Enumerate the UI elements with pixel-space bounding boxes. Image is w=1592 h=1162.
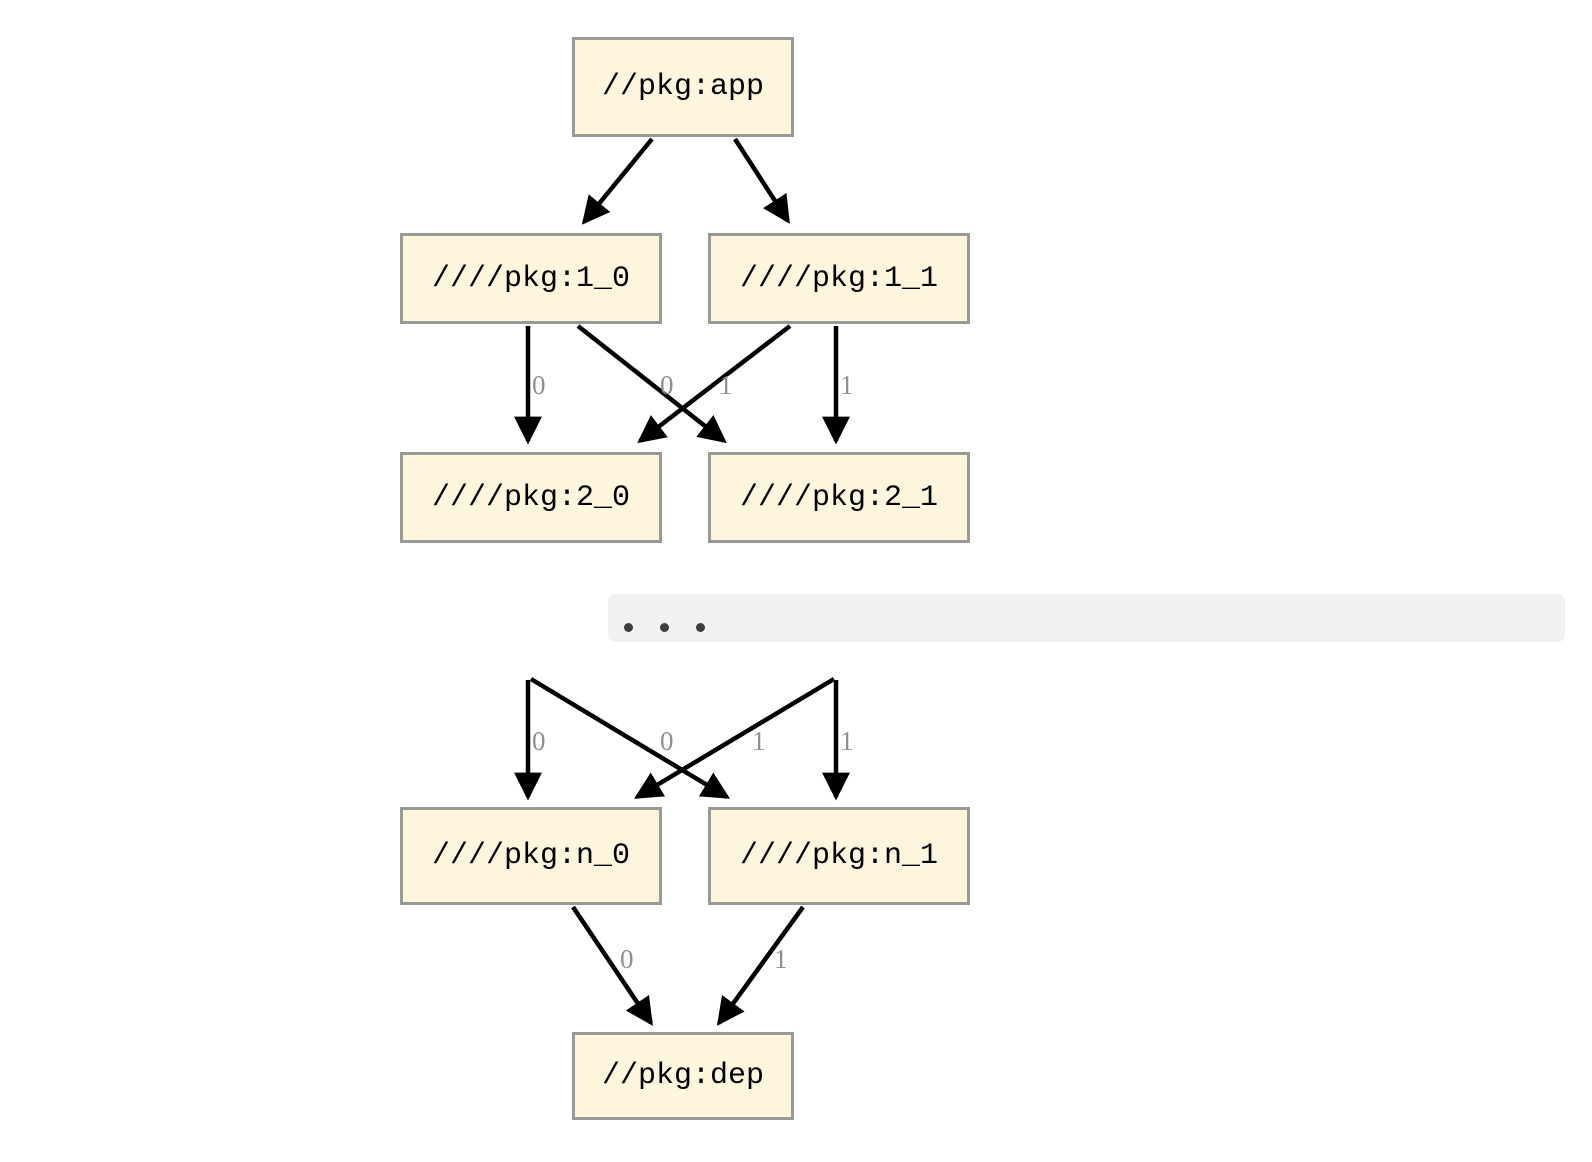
ellipsis-dot-icon	[624, 623, 633, 632]
edge-label-1-1-to-2-0: 1	[719, 370, 733, 400]
node-label: ////pkg:2_0	[431, 480, 631, 515]
edge-label-1-0-to-2-0: 0	[532, 370, 546, 400]
edge-1-1-to-2-0	[637, 324, 792, 444]
edge-label-truncated-cross-to-n-1: 0	[660, 726, 674, 756]
edge-label-truncated-to-n-0: 0	[532, 726, 546, 756]
edge-n-0-to-dep	[571, 905, 653, 1026]
node-label: ////pkg:1_1	[739, 261, 939, 296]
edge-app-to-1-1	[733, 137, 790, 224]
ellipsis-dot-icon	[696, 623, 705, 632]
node-pkg-2-1[interactable]: ////pkg:2_1	[708, 452, 970, 543]
ellipsis-dot-icon	[660, 623, 669, 632]
edge-truncated-cross-to-n-0	[634, 677, 836, 799]
edge-label-truncated-cross-to-n-0: 1	[752, 726, 766, 756]
node-label: //pkg:app	[601, 70, 765, 104]
node-pkg-n-0[interactable]: ////pkg:n_0	[400, 807, 662, 905]
node-pkg-1-0[interactable]: ////pkg:1_0	[400, 233, 662, 324]
node-label: ////pkg:2_1	[739, 480, 939, 515]
node-label: //pkg:dep	[601, 1059, 765, 1093]
edge-label-n-0-to-dep: 0	[620, 944, 634, 974]
node-pkg-dep[interactable]: //pkg:dep	[572, 1032, 794, 1120]
edge-label-1-0-to-2-1: 0	[660, 370, 674, 400]
node-pkg-n-1[interactable]: ////pkg:n_1	[708, 807, 970, 905]
edge-label-n-1-to-dep: 1	[774, 944, 788, 974]
edge-truncated-cross-to-n-1	[529, 677, 730, 799]
edge-label-truncated-to-n-1: 1	[840, 726, 854, 756]
node-pkg-1-1[interactable]: ////pkg:1_1	[708, 233, 970, 324]
ellipsis-separator-band	[608, 594, 1565, 642]
node-pkg-app[interactable]: //pkg:app	[572, 37, 794, 137]
edge-1-0-to-2-1	[576, 324, 727, 444]
node-label: ////pkg:n_1	[739, 839, 939, 873]
node-label: ////pkg:n_0	[431, 839, 631, 873]
edge-label-1-1-to-2-1: 1	[840, 370, 854, 400]
node-label: ////pkg:1_0	[431, 261, 631, 296]
edge-n-1-to-dep	[716, 905, 805, 1026]
node-pkg-2-0[interactable]: ////pkg:2_0	[400, 452, 662, 543]
edge-app-to-1-0	[581, 137, 654, 225]
